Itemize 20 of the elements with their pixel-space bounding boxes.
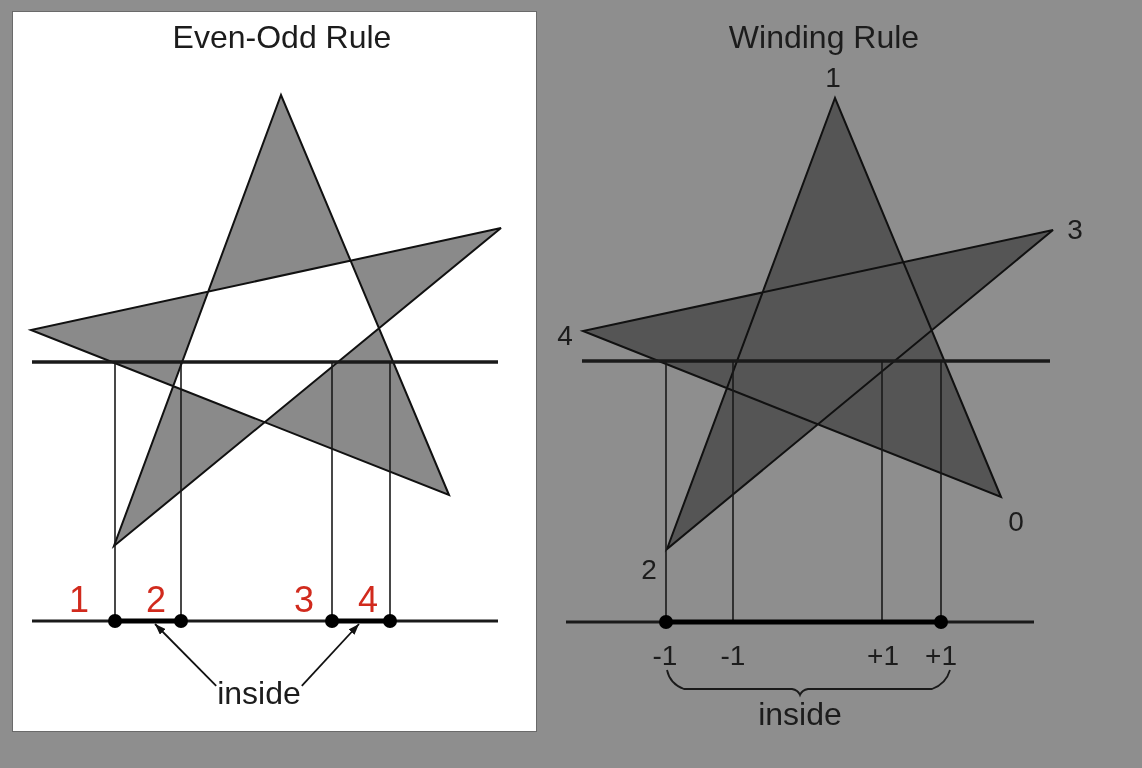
leader-arrow: [154, 623, 218, 687]
panel-title: Even-Odd Rule: [172, 20, 392, 53]
inside-caption: inside: [758, 697, 842, 730]
crossing-number: 1: [69, 581, 89, 618]
vertex-number: 0: [1008, 508, 1024, 537]
vertex-number: 3: [1067, 216, 1083, 245]
crossing-number: 2: [146, 581, 166, 618]
diagram-panel: [12, 11, 537, 732]
vertex-number: 4: [557, 322, 573, 351]
winding-number: +1: [925, 642, 957, 671]
crossing-number: 4: [358, 581, 378, 618]
leader-arrow: [300, 623, 360, 687]
vertex-number: 2: [641, 556, 657, 585]
winding-number: -1: [720, 642, 746, 671]
crossing-number: 3: [294, 581, 314, 618]
vertex-number: 1: [825, 64, 841, 93]
panel-title: Winding Rule: [728, 20, 920, 53]
winding-number: +1: [867, 642, 899, 671]
winding-number: -1: [652, 642, 678, 671]
callout-label: inside: [217, 676, 301, 709]
